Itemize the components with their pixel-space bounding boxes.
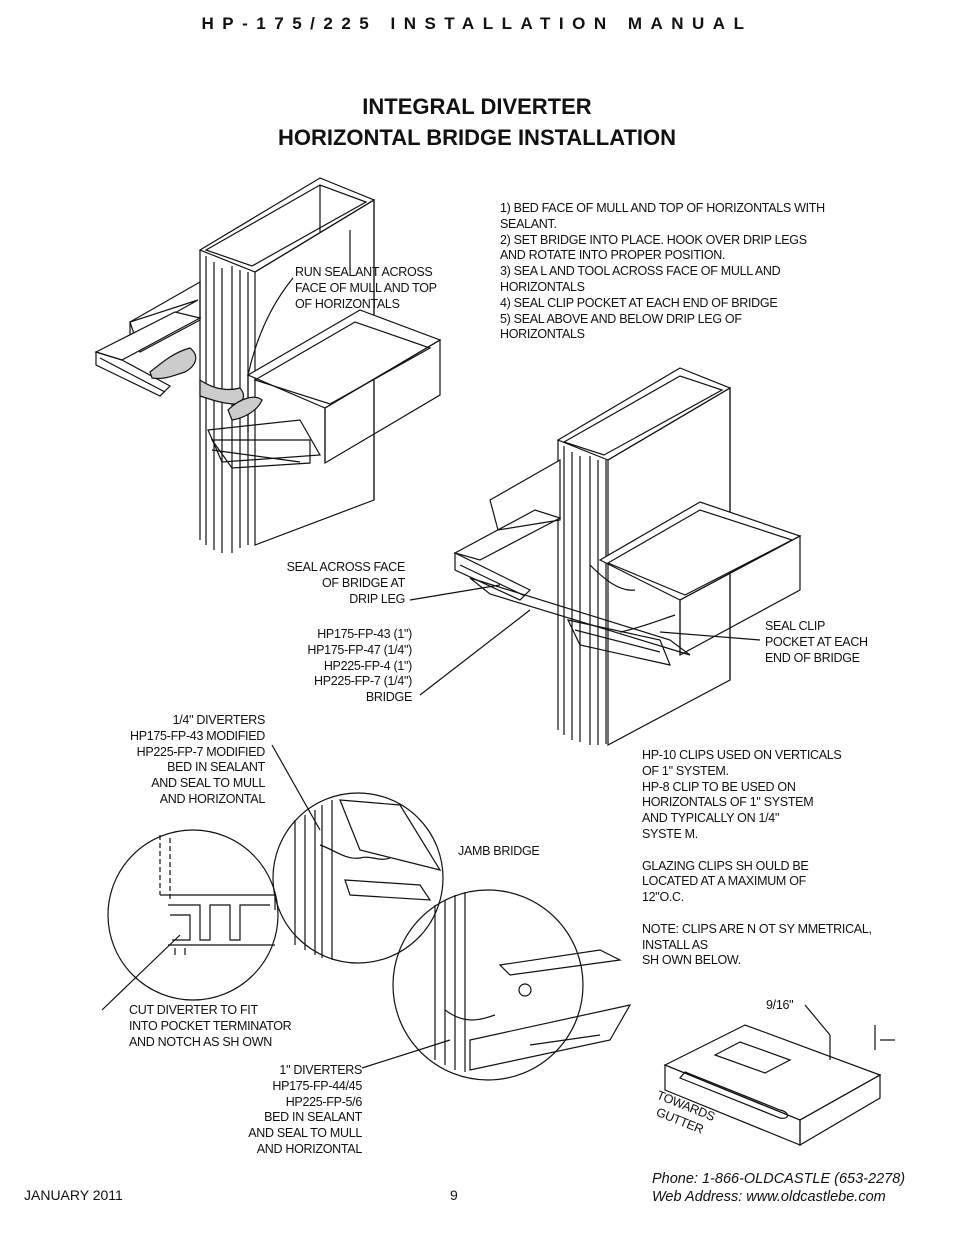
- callout-jamb-bridge: JAMB BRIDGE: [458, 844, 540, 858]
- installation-steps: 1) BED FACE OF MULL AND TOP OF HORIZONTA…: [500, 201, 825, 342]
- callout-seal-across: SEAL ACROSS FACE OF BRIDGE AT DRIP LEG: [286, 560, 406, 606]
- callout-bridge-parts: HP175-FP-43 (1") HP175-FP-47 (1/4") HP22…: [307, 627, 412, 705]
- upper-mullion-assembly: [94, 177, 442, 553]
- glazing-clip-detail: [663, 1004, 895, 1147]
- dimension-label: 9/16": [766, 998, 794, 1012]
- callout-one-inch-diverters: 1" DIVERTERS HP175-FP-44/45 HP225-FP-5/6…: [248, 1063, 362, 1156]
- contact-web: Web Address: www.oldcastlebe.com: [652, 1189, 886, 1205]
- manual-header: HP-175/225 INSTALLATION MANUAL: [201, 14, 753, 33]
- footer-date: JANUARY 2011: [24, 1187, 123, 1203]
- callout-cut-diverter: CUT DIVERTER TO FIT INTO POCKET TERMINAT…: [129, 1003, 292, 1049]
- page-number: 9: [450, 1187, 458, 1203]
- detail-circle-mid: [272, 792, 444, 964]
- page-title-line2: HORIZONTAL BRIDGE INSTALLATION: [277, 125, 676, 150]
- callout-quarter-diverters: 1/4" DIVERTERS HP175-FP-43 MODIFIED HP22…: [129, 713, 265, 806]
- bridge-assembly: [453, 367, 802, 746]
- callout-run-sealant: RUN SEALANT ACROSS FACE OF MULL AND TOP …: [295, 265, 437, 311]
- contact-phone: Phone: 1-866-OLDCASTLE (653-2278): [652, 1171, 906, 1187]
- page-title-line1: INTEGRAL DIVERTER: [362, 94, 592, 119]
- callout-seal-clip: SEAL CLIP POCKET AT EACH END OF BRIDGE: [765, 619, 868, 665]
- clips-note: HP-10 CLIPS USED ON VERTICALS OF 1" SYST…: [642, 748, 872, 968]
- detail-circle-right: [392, 889, 632, 1081]
- detail-circle-left: [107, 829, 279, 1001]
